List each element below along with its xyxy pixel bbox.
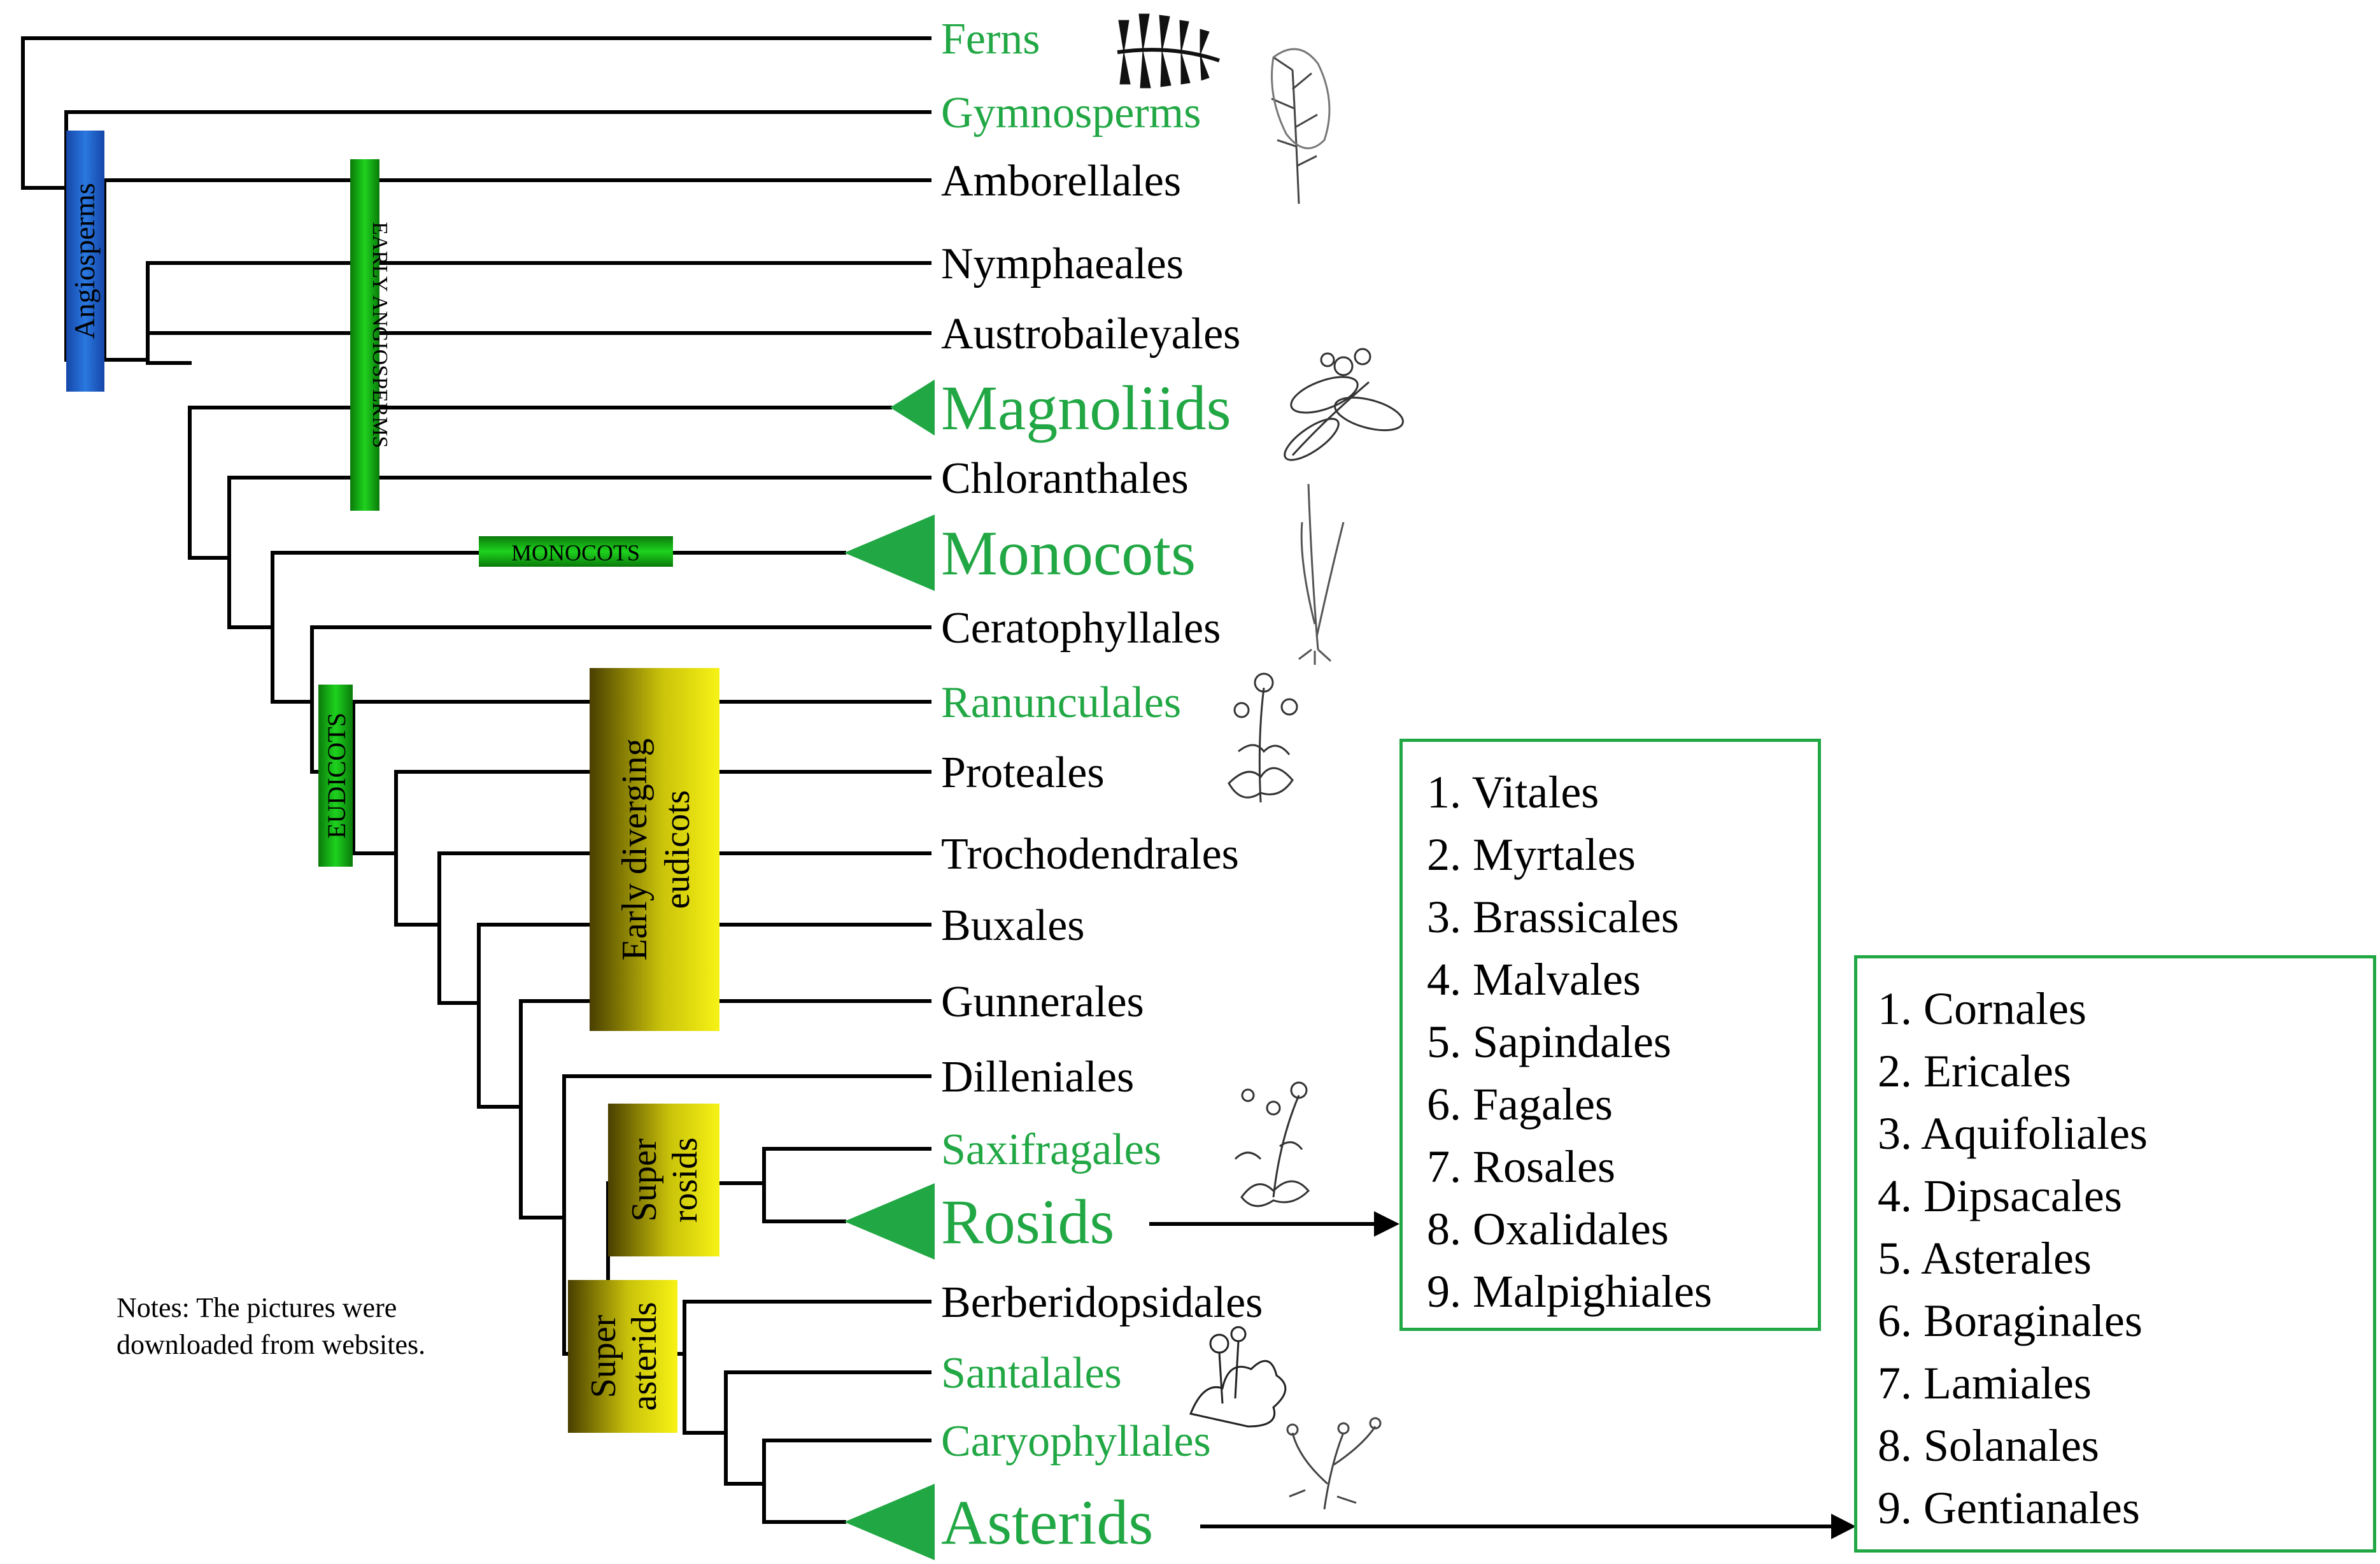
asterids-order-item: 2. Ericales: [1878, 1046, 2071, 1097]
rosids-order-item: 8. Oxalidales: [1427, 1204, 1669, 1255]
asterids-arrow: [1200, 1514, 1856, 1539]
fern-icon: [1117, 13, 1220, 89]
super-rosids-box: Super rosids: [608, 1104, 719, 1256]
angiosperms-bar: Angiosperms: [66, 131, 104, 392]
ranunculus-icon: [1228, 672, 1298, 803]
taxon-label-trochodendrales: Trochodendrales: [941, 830, 1239, 879]
grass-icon: [1298, 483, 1345, 665]
taxon-label-asterids: Asterids: [941, 1487, 1153, 1558]
asterids-orders-box: 1. Cornales 2. Ericales 3. Aquifoliales 4. …: [1854, 955, 2376, 1553]
asterids-triangle: [844, 1484, 935, 1560]
notes-line-2: downloaded from websites.: [117, 1329, 426, 1360]
eudicots-label: EUDICOTS: [322, 713, 351, 839]
taxon-label-buxales: Buxales: [941, 901, 1085, 950]
early-angiosperms-label: EARLY ANGIOSPERMS: [368, 222, 392, 448]
monocots-bar-label: MONOCOTS: [511, 540, 640, 565]
early-angiosperms-bar: EARLY ANGIOSPERMS: [350, 159, 392, 511]
asterids-order-item: 3. Aquifoliales: [1878, 1108, 2148, 1159]
taxon-label-nymphaeales: Nymphaeales: [941, 239, 1184, 288]
taxon-label-gunnerales: Gunnerales: [941, 977, 1144, 1027]
taxon-label-amborellales: Amborellales: [941, 157, 1181, 206]
taxon-label-ranunculales: Ranunculales: [941, 678, 1181, 727]
gymnosperm-branch-icon: [1271, 48, 1331, 204]
taxon-label-ceratophyllales: Ceratophyllales: [941, 604, 1221, 653]
taxon-label-ferns: Ferns: [941, 15, 1040, 64]
taxon-label-austrobaileyales: Austrobaileyales: [941, 309, 1240, 359]
asterids-order-item: 5. Asterales: [1878, 1233, 2092, 1284]
taxon-label-monocots: Monocots: [941, 518, 1196, 588]
asterids-order-item: 8. Solanales: [1878, 1420, 2099, 1471]
taxon-label-gymnosperms: Gymnosperms: [941, 89, 1201, 138]
saxifrage-icon: [1234, 1081, 1310, 1207]
taxon-label-chloranthales: Chloranthales: [941, 454, 1189, 503]
rosids-order-item: 5. Sapindales: [1427, 1016, 1671, 1067]
taxon-label-santalales: Santalales: [941, 1349, 1122, 1398]
rosids-order-item: 9. Malpighiales: [1427, 1266, 1712, 1317]
taxon-label-saxifragales: Saxifragales: [941, 1125, 1161, 1174]
rosids-order-item: 4. Malvales: [1427, 954, 1641, 1005]
taxon-label-caryophyllales: Caryophyllales: [941, 1417, 1211, 1466]
asterids-order-item: 4. Dipsacales: [1878, 1170, 2122, 1221]
asterids-orders-list: 1. Cornales 2. Ericales 3. Aquifoliales 4. …: [1878, 977, 2373, 1539]
tree-branches: [21, 36, 931, 1524]
super-rosids-label-1: Super: [625, 1138, 664, 1221]
taxon-label-dilleniales: Dilleniales: [941, 1053, 1134, 1102]
eudicots-bar: EUDICOTS: [318, 685, 353, 867]
rosids-arrow: [1149, 1211, 1399, 1237]
magnoliids-triangle: [890, 380, 935, 436]
super-asterids-label-1: Super: [584, 1314, 623, 1398]
taxon-label-berberidopsidales: Berberidopsidales: [941, 1278, 1263, 1327]
monocots-bar: MONOCOTS: [479, 536, 673, 567]
rosids-orders-list: 1. Vitales 2. Myrtales 3. Brassicales 4. Ma…: [1427, 761, 1818, 1323]
santalales-icon: [1189, 1326, 1287, 1428]
caryophyllales-icon: [1286, 1417, 1382, 1510]
rosids-order-item: 1. Vitales: [1427, 767, 1599, 818]
angiosperms-label: Angiosperms: [68, 183, 101, 339]
asterids-order-item: 9. Gentianales: [1878, 1482, 2140, 1533]
rosids-order-item: 6. Fagales: [1427, 1079, 1613, 1130]
taxon-label-rosids: Rosids: [941, 1186, 1114, 1257]
early-diverging-eudicots-box: Early diverging eudicots: [590, 668, 719, 1031]
asterids-order-item: 1. Cornales: [1878, 983, 2086, 1034]
asterids-order-item: 7. Lamiales: [1878, 1358, 2092, 1409]
notes: Notes: The pictures were downloaded from…: [117, 1290, 425, 1363]
magnolia-icon: [1284, 348, 1404, 461]
rosids-order-item: 3. Brassicales: [1427, 892, 1679, 942]
taxon-label-magnoliids: Magnoliids: [941, 373, 1231, 443]
notes-line-1: Notes: The pictures were: [117, 1292, 397, 1323]
early-diverging-label-2: eudicots: [658, 790, 697, 909]
super-rosids-label-2: rosids: [665, 1137, 705, 1223]
asterids-order-item: 6. Boraginales: [1878, 1295, 2143, 1346]
rosids-orders-box: 1. Vitales 2. Myrtales 3. Brassicales 4. Ma…: [1399, 739, 1821, 1331]
rosids-order-item: 7. Rosales: [1427, 1141, 1615, 1192]
super-asterids-label-2: asterids: [625, 1302, 664, 1411]
taxon-labels: FernsGymnospermsAmborellalesNymphaealesA…: [941, 15, 1263, 1558]
early-diverging-label-1: Early diverging: [615, 739, 655, 961]
rosids-order-item: 2. Myrtales: [1427, 829, 1636, 880]
super-asterids-box: Super asterids: [568, 1280, 677, 1433]
monocots-triangle: [844, 515, 935, 591]
rosids-triangle: [844, 1183, 935, 1260]
taxon-label-proteales: Proteales: [941, 748, 1105, 797]
